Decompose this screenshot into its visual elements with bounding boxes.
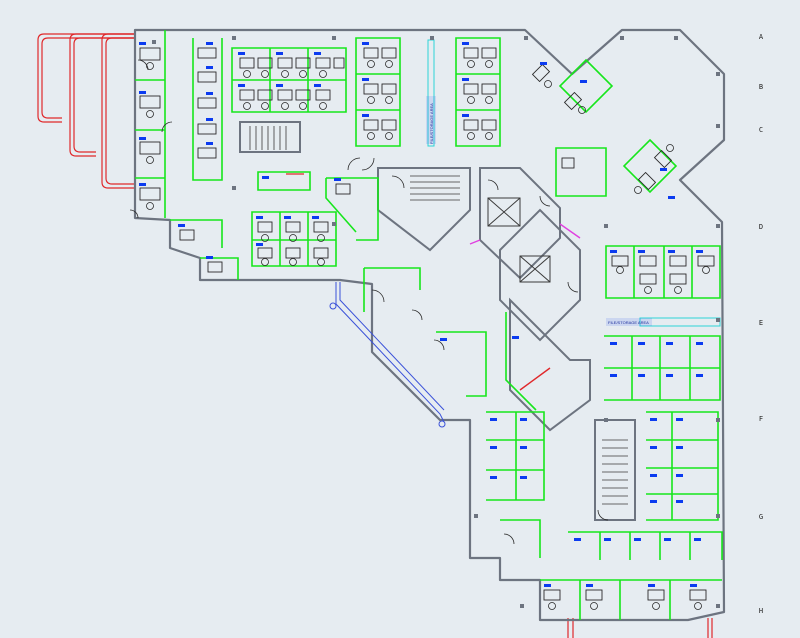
elevator-shafts	[487, 197, 551, 283]
storage-labels: FILE/STORAGE AREA FILE/STORAGE AREA	[426, 96, 652, 326]
storage-label-a: FILE/STORAGE AREA	[429, 103, 434, 144]
grid-mark: H	[758, 607, 764, 615]
grid-mark: A	[758, 33, 764, 41]
grid-mark: C	[758, 126, 764, 134]
grid-mark: E	[758, 319, 764, 327]
storage-bands	[286, 39, 721, 391]
grid-mark: G	[758, 513, 764, 521]
stair-treads	[249, 126, 628, 505]
grid-mark: B	[758, 83, 764, 91]
balcony-left	[37, 33, 134, 189]
glazing	[329, 282, 446, 428]
partitions	[135, 30, 723, 620]
storage-label-b: FILE/STORAGE AREA	[608, 320, 649, 325]
grid-line-markers: A B C D E F G H	[757, 0, 769, 638]
workstations	[139, 47, 715, 601]
exterior-walls	[133, 28, 726, 622]
balcony-bottom	[567, 618, 713, 638]
chairs	[146, 60, 710, 610]
grid-mark: D	[758, 223, 764, 231]
room-tags	[139, 42, 703, 587]
column-markers	[152, 36, 720, 608]
grid-mark: F	[758, 415, 764, 423]
